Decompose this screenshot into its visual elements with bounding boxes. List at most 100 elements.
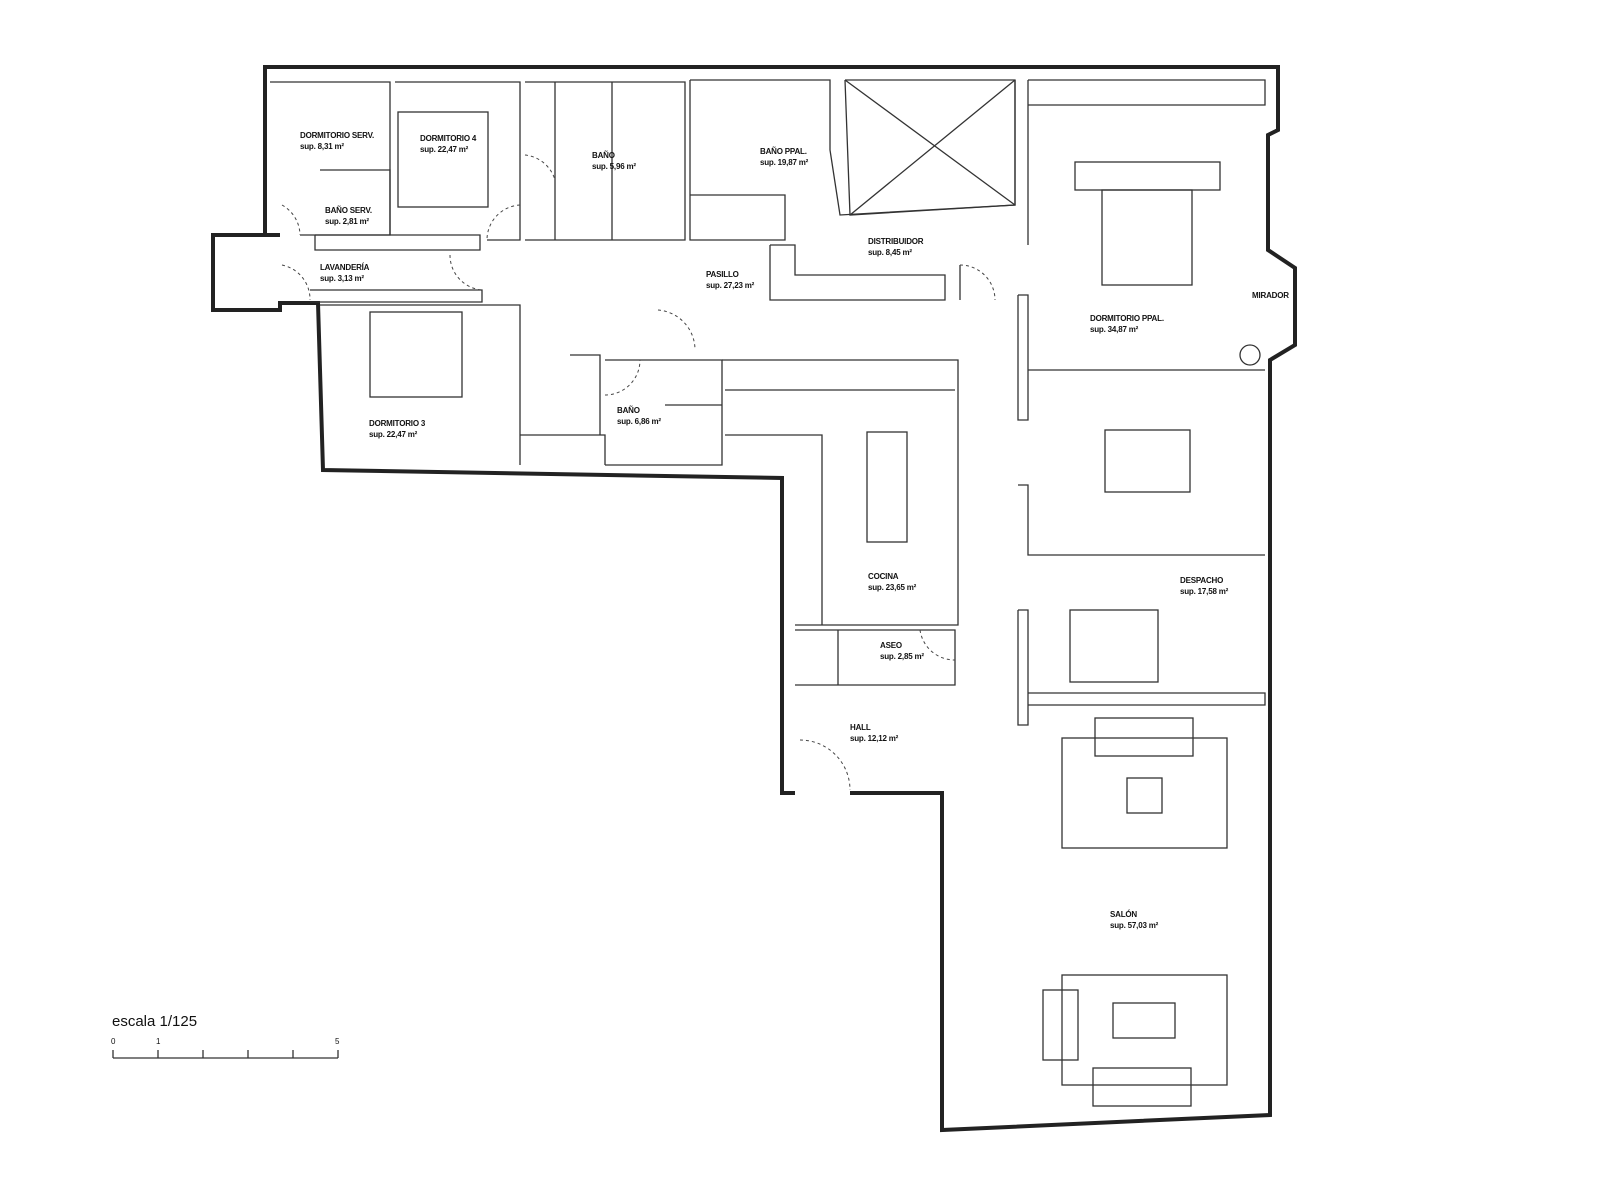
- room-label-aseo: ASEO sup. 2,85 m²: [880, 640, 924, 662]
- room-label-bano-ppal: BAÑO PPAL. sup. 19,87 m²: [760, 146, 808, 168]
- exterior-wall: [211, 233, 795, 795]
- door-swing: [799, 739, 851, 791]
- room-label-distribuidor: DISTRIBUIDOR sup. 8,45 m²: [868, 236, 924, 258]
- door-swing: [524, 154, 556, 181]
- sofa: [1094, 717, 1194, 757]
- room-label-dormitorio-3: DORMITORIO 3 sup. 22,47 m²: [369, 418, 425, 440]
- room-name: BAÑO PPAL.: [760, 147, 807, 156]
- interior-wall: [520, 434, 606, 465]
- room-label-bano-serv: BAÑO SERV. sup. 2,81 m²: [325, 205, 372, 227]
- interior-wall: [725, 434, 823, 625]
- scale-tick-label: 0: [111, 1037, 116, 1046]
- room-name: BAÑO: [592, 151, 615, 160]
- bed: [397, 111, 489, 208]
- rug: [1061, 974, 1228, 1086]
- kitchen-island: [866, 431, 908, 543]
- room-name: DORMITORIO PPAL.: [1090, 314, 1164, 323]
- room-area: sup. 2,85 m²: [880, 652, 924, 661]
- plant: [1239, 344, 1261, 366]
- coffee-table: [1112, 1002, 1176, 1039]
- room-area: sup. 2,81 m²: [325, 217, 369, 226]
- room-name: DESPACHO: [1180, 576, 1224, 585]
- room-name: COCINA: [868, 572, 899, 581]
- scale-tick-label: 1: [156, 1037, 161, 1046]
- door-swing: [486, 204, 521, 241]
- room-name: BAÑO: [617, 406, 640, 415]
- door-swing: [604, 359, 641, 396]
- interior-wall: [395, 81, 521, 241]
- room-label-dormitorio-4: DORMITORIO 4 sup. 22,47 m²: [420, 133, 476, 155]
- room-label-mirador: MIRADOR: [1252, 290, 1289, 301]
- room-area: sup. 22,47 m²: [369, 430, 418, 439]
- room-label-bano-2: BAÑO sup. 6,86 m²: [617, 405, 661, 427]
- room-label-despacho: DESPACHO sup. 17,58 m²: [1180, 575, 1228, 597]
- room-name: ASEO: [880, 641, 902, 650]
- interior-wall: [320, 169, 391, 235]
- room-area: sup. 23,65 m²: [868, 583, 917, 592]
- scale-title: escala 1/125: [112, 1013, 198, 1030]
- scale-tick-label: 5: [335, 1037, 340, 1046]
- room-area: sup. 3,13 m²: [320, 274, 364, 283]
- interior-wall: [795, 629, 956, 686]
- interior-wall: [1017, 294, 1029, 421]
- room-label-cocina: COCINA sup. 23,65 m²: [868, 571, 916, 593]
- interior-wall: [689, 80, 786, 241]
- room-area: sup. 57,03 m²: [1110, 921, 1159, 930]
- interior-wall: [1017, 609, 1029, 726]
- room-area: sup. 12,12 m²: [850, 734, 899, 743]
- desk: [1069, 609, 1159, 683]
- room-label-lavanderia: LAVANDERÍA sup. 3,13 m²: [320, 262, 369, 284]
- exterior-wall: [263, 65, 1297, 1133]
- door-swing: [657, 309, 696, 351]
- skylight-cross: [844, 79, 1016, 206]
- interior-wall: [769, 244, 946, 301]
- room-label-pasillo: PASILLO sup. 27,23 m²: [706, 269, 754, 291]
- door-swing: [919, 629, 956, 661]
- interior-wall: [1028, 692, 1266, 706]
- room-area: sup. 5,96 m²: [592, 162, 636, 171]
- headboard: [1074, 161, 1221, 191]
- sofa: [1092, 1067, 1192, 1107]
- room-name: MIRADOR: [1252, 291, 1289, 300]
- interior-wall: [314, 234, 481, 251]
- interior-wall: [320, 304, 521, 465]
- room-area: sup. 22,47 m²: [420, 145, 469, 154]
- room-name: PASILLO: [706, 270, 739, 279]
- room-label-dormitorio-ppal: DORMITORIO PPAL. sup. 34,87 m²: [1090, 313, 1164, 335]
- rug: [1061, 737, 1228, 849]
- room-name: DORMITORIO 4: [420, 134, 477, 143]
- room-name: BAÑO SERV.: [325, 206, 372, 215]
- room-area: sup. 34,87 m²: [1090, 325, 1139, 334]
- room-label-dormitorio-serv: DORMITORIO SERV. sup. 8,31 m²: [300, 130, 374, 152]
- room-label-bano: BAÑO sup. 5,96 m²: [592, 150, 636, 172]
- interior-wall: [1018, 484, 1265, 556]
- interior-wall: [310, 289, 483, 303]
- door-swing: [281, 264, 311, 301]
- room-name: HALL: [850, 723, 871, 732]
- door-swing: [281, 204, 301, 236]
- coffee-table: [1126, 777, 1163, 814]
- room-name: LAVANDERÍA: [320, 263, 370, 272]
- room-area: sup. 8,31 m²: [300, 142, 344, 151]
- room-area: sup. 6,86 m²: [617, 417, 661, 426]
- dining-table: [1104, 429, 1191, 493]
- room-name: DORMITORIO 3: [369, 419, 426, 428]
- bed: [369, 311, 463, 398]
- room-area: sup. 27,23 m²: [706, 281, 755, 290]
- room-name: SALÓN: [1110, 910, 1138, 919]
- room-area: sup. 17,58 m²: [1180, 587, 1229, 596]
- interior-wall: [570, 354, 601, 435]
- room-area: sup. 19,87 m²: [760, 158, 809, 167]
- room-area: sup. 8,45 m²: [868, 248, 912, 257]
- interior-wall: [525, 81, 686, 241]
- sofa: [1042, 989, 1079, 1061]
- interior-wall: [1028, 79, 1266, 106]
- room-name: DISTRIBUIDOR: [868, 237, 924, 246]
- interior-wall: [605, 359, 723, 466]
- bed: [1101, 189, 1193, 286]
- scale-bar: [112, 1050, 339, 1059]
- room-name: DORMITORIO SERV.: [300, 131, 375, 140]
- room-label-hall: HALL sup. 12,12 m²: [850, 722, 898, 744]
- skylight-cross: [849, 79, 1016, 216]
